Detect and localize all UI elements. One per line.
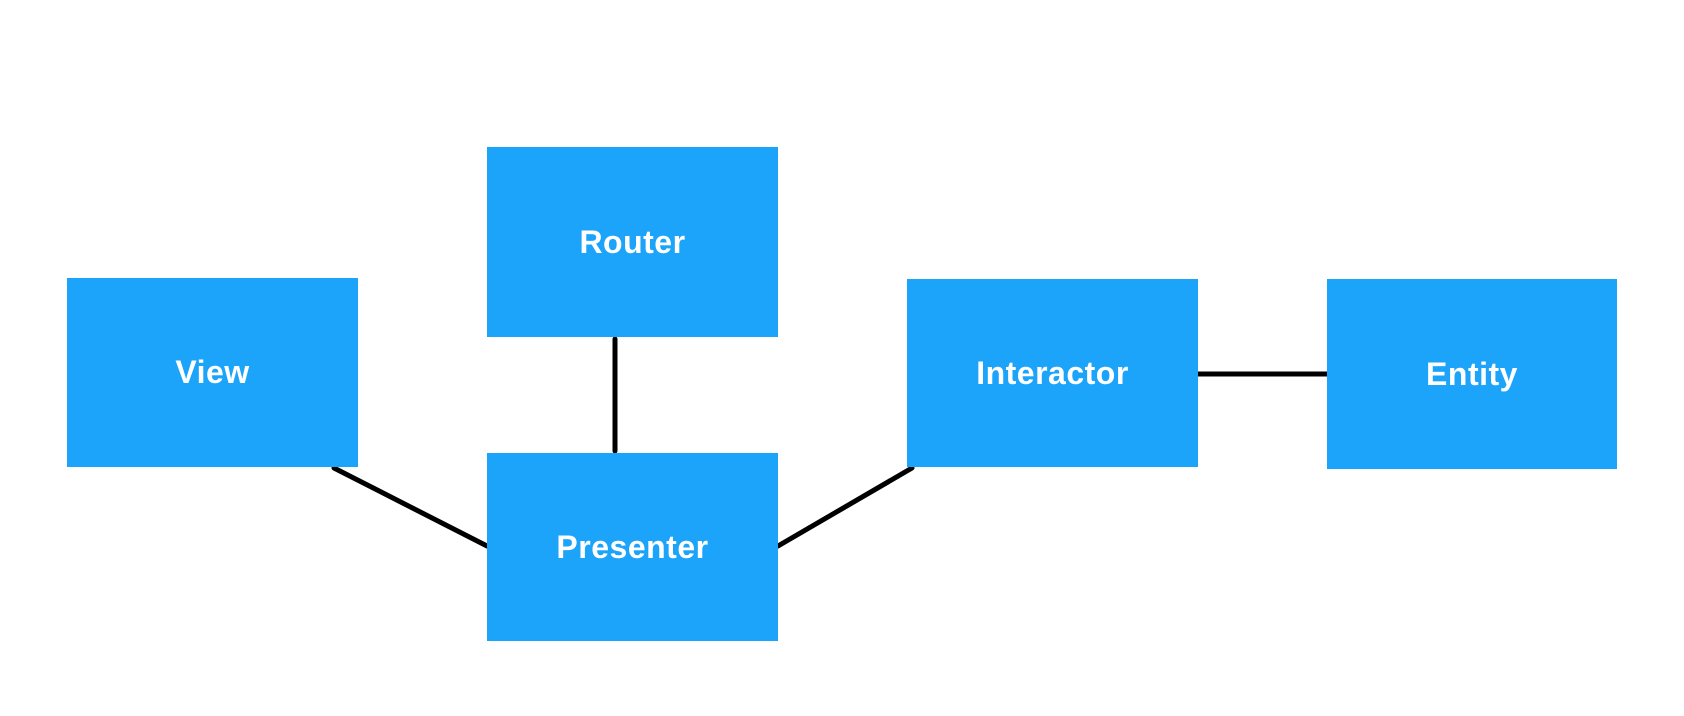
node-view: View: [67, 278, 358, 467]
node-entity-label: Entity: [1426, 355, 1518, 392]
node-router: Router: [487, 147, 778, 337]
node-view-label: View: [175, 354, 250, 390]
node-presenter-label: Presenter: [556, 528, 709, 565]
edge-view-presenter: [331, 465, 490, 549]
node-router-label: Router: [579, 223, 686, 260]
node-presenter: Presenter: [487, 453, 778, 641]
node-interactor: Interactor: [907, 279, 1198, 467]
node-interactor-label: Interactor: [976, 354, 1129, 391]
edge-presenter-interactor: [775, 465, 915, 549]
node-entity: Entity: [1327, 279, 1617, 469]
